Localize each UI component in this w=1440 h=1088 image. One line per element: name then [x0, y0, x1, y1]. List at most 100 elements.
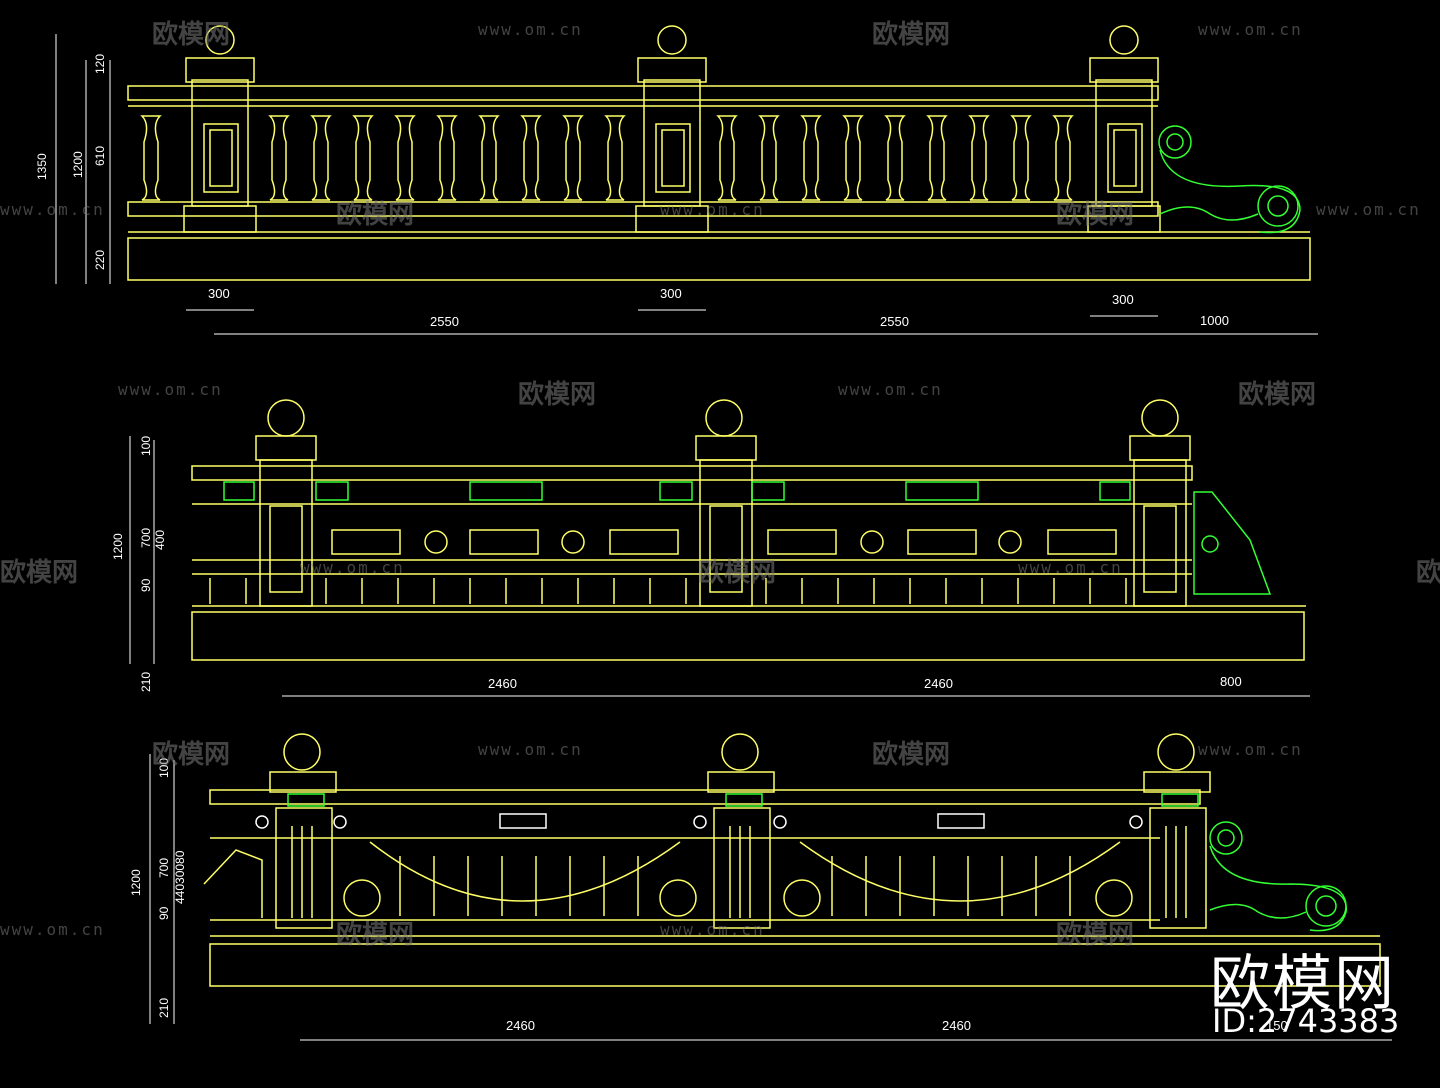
baluster	[926, 115, 948, 201]
baluster	[268, 115, 290, 201]
e3-dim-span-3: 150	[1266, 1018, 1288, 1033]
baluster	[562, 115, 584, 201]
e1-base-plinth	[127, 237, 1311, 281]
baluster	[310, 115, 332, 201]
e1-dim-span-2: 2550	[880, 314, 909, 329]
e2-dim-base: 210	[139, 672, 153, 692]
e2-panel	[907, 529, 977, 555]
e2-top-rail	[191, 465, 1193, 481]
baluster	[716, 115, 738, 201]
e2-rail-ornaments	[223, 481, 1272, 595]
e2-dim-panel: 400	[153, 530, 167, 550]
e1-dim-post-3: 300	[1112, 292, 1134, 307]
watermark-url: www.om.cn	[478, 20, 583, 39]
watermark-brand: 欧模网	[1416, 558, 1440, 588]
e2-dim-rail: 100	[139, 436, 153, 456]
e2-base-plinth	[191, 611, 1305, 661]
watermark-brand: 欧模网	[872, 740, 951, 770]
baluster	[842, 115, 864, 201]
e3-dim-rail: 100	[157, 758, 171, 778]
e2-pickets	[209, 578, 1127, 604]
e1-dim-base: 220	[93, 250, 107, 270]
e3-swag-2	[799, 841, 1121, 902]
model-id-label: ID:2743383	[1212, 1002, 1400, 1040]
e3-top-rail	[209, 789, 1201, 805]
e3-ornaments	[287, 793, 1347, 932]
e3-dim-bottom: 90	[157, 906, 171, 920]
e1-top-rail	[127, 85, 1159, 101]
e2-dim-railing-height: 1200	[111, 533, 125, 560]
baluster	[800, 115, 822, 201]
watermark-url: www.om.cn	[118, 380, 223, 399]
watermark-brand: 欧模网	[698, 558, 777, 588]
e1-dim-span-3: 1000	[1200, 313, 1229, 328]
e2-panel	[609, 529, 679, 555]
e1-dim-railing-height: 1200	[71, 151, 85, 178]
e3-dim-base: 210	[157, 998, 171, 1018]
baluster	[1010, 115, 1032, 201]
watermark-brand: 欧模网	[336, 920, 415, 950]
e2-post-2	[695, 399, 757, 607]
watermark-url: www.om.cn	[1316, 200, 1421, 219]
e3-post-3	[1143, 733, 1211, 929]
baluster	[758, 115, 780, 201]
e2-panel	[469, 529, 539, 555]
e3-pickets	[399, 856, 1071, 916]
e2-dim-span-1: 2460	[488, 676, 517, 691]
e3-roundel	[343, 879, 381, 917]
elevation-3	[203, 733, 1381, 987]
e3-dim-span-1: 2460	[506, 1018, 535, 1033]
watermark-url: www.om.cn	[660, 200, 765, 219]
e2-dim-span-3: 800	[1220, 674, 1242, 689]
e1-dim-span-1: 2550	[430, 314, 459, 329]
baluster	[968, 115, 990, 201]
watermark-brand: 欧模网	[1056, 920, 1135, 950]
watermark-url: www.om.cn	[660, 920, 765, 939]
e1-bottom-rail	[127, 201, 1159, 217]
watermark-brand: 欧模网	[336, 200, 415, 230]
elevation-2	[191, 399, 1306, 661]
watermark-url: www.om.cn	[1198, 740, 1303, 759]
watermark-brand: 欧模网	[518, 380, 597, 410]
watermark-url: www.om.cn	[1198, 20, 1303, 39]
e1-scroll-ornament	[1158, 125, 1301, 234]
watermark-url: www.om.cn	[300, 558, 405, 577]
e3-capitals	[255, 813, 1143, 829]
watermark-brand: 欧模网	[1056, 200, 1135, 230]
watermark-brand: 欧模网	[872, 20, 951, 50]
e3-post-2	[707, 733, 775, 929]
e1-dim-rail: 120	[93, 54, 107, 74]
e3-swag-1	[369, 841, 681, 902]
baluster	[520, 115, 542, 201]
e2-panel	[767, 529, 837, 555]
watermark-brand: 欧模网	[152, 20, 231, 50]
e1-dimensions	[55, 34, 1318, 335]
e2-dim-span-2: 2460	[924, 676, 953, 691]
e1-dim-post-2: 300	[660, 286, 682, 301]
baluster	[352, 115, 374, 201]
e2-roundel	[561, 530, 585, 554]
e2-dim-body: 700	[139, 528, 153, 548]
e3-roundel	[783, 879, 821, 917]
e3-dim-span-2: 2460	[942, 1018, 971, 1033]
e2-panel	[331, 529, 401, 555]
e2-post-3	[1129, 399, 1191, 607]
e3-roundel	[1095, 879, 1133, 917]
baluster	[884, 115, 906, 201]
watermark-brand: 欧模网	[0, 558, 79, 588]
e1-post-3	[1087, 25, 1161, 233]
baluster	[436, 115, 458, 201]
e3-roundel	[659, 879, 697, 917]
e2-panel	[1047, 529, 1117, 555]
e2-roundel	[424, 530, 448, 554]
e3-dim-railing-height: 1200	[129, 869, 143, 896]
e1-dim-total-height: 1350	[35, 153, 49, 180]
watermark-url: www.om.cn	[1018, 558, 1123, 577]
e3-dim-body: 700	[157, 858, 171, 878]
baluster	[394, 115, 416, 201]
watermark-url: www.om.cn	[0, 920, 105, 939]
e2-post-1	[255, 399, 317, 607]
e2-roundel	[860, 530, 884, 554]
